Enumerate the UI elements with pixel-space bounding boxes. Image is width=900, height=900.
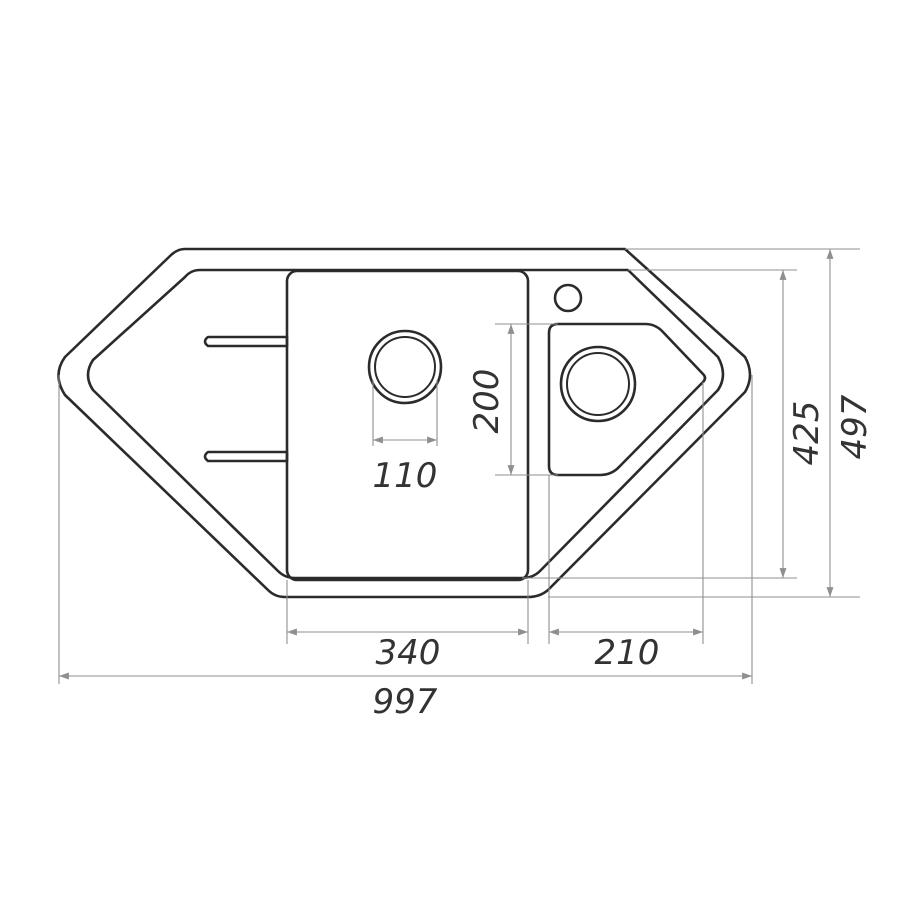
extension-lines — [58, 248, 860, 684]
drainboard-ribs — [203, 335, 289, 463]
main-bowl — [285, 269, 530, 582]
label-inner-depth: 425 — [787, 401, 827, 466]
main-drain — [367, 329, 443, 405]
label-total-depth: 497 — [835, 394, 875, 459]
small-drain — [559, 345, 637, 423]
drainboard-rib-lower — [203, 450, 289, 463]
label-small-bowl-width: 210 — [595, 633, 660, 673]
label-drain-diameter: 110 — [373, 456, 438, 496]
label-main-bowl-width: 340 — [376, 633, 441, 673]
sink-inner-rim — [86, 268, 725, 580]
small-bowl — [547, 322, 707, 477]
label-total-width: 997 — [373, 682, 438, 722]
drainboard-rib-upper — [203, 335, 289, 348]
tap-hole — [553, 283, 583, 313]
dimension-lines — [59, 248, 834, 680]
sink-outer-outline — [57, 247, 752, 599]
dimension-labels: 110 340 210 997 200 425 497 — [373, 369, 875, 722]
label-small-bowl-depth: 200 — [467, 369, 507, 434]
